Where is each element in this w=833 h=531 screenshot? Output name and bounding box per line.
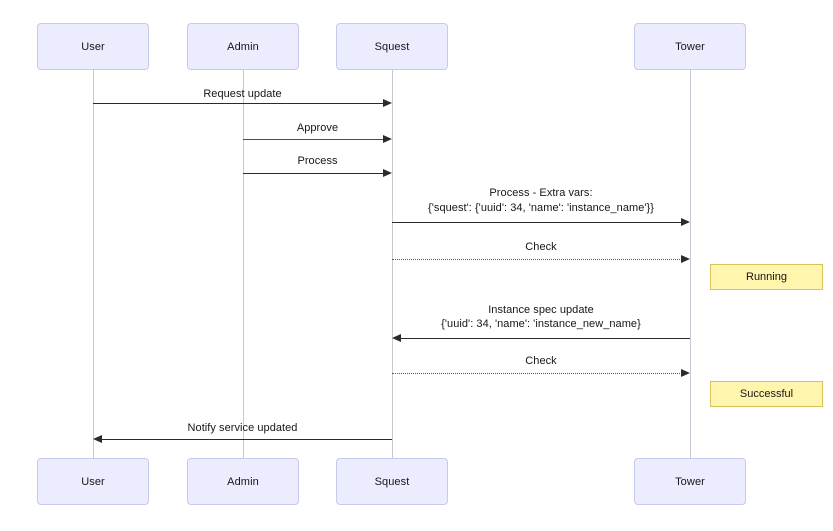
participant-label-admin-top: Admin (227, 40, 259, 53)
participant-box-tower-top[interactable]: Tower (634, 23, 746, 70)
arrowhead-check-2 (681, 368, 690, 377)
note-badge-successful: Successful (710, 381, 823, 407)
message-arrow-check-1 (392, 259, 682, 260)
participant-box-tower-bottom[interactable]: Tower (634, 458, 746, 505)
note-label-running: Running (746, 271, 787, 283)
message-label-approve: Approve (296, 122, 339, 134)
participant-label-admin-bottom: Admin (227, 475, 259, 488)
arrowhead-process-extra-vars (681, 217, 690, 226)
participant-box-admin-top[interactable]: Admin (187, 23, 299, 70)
arrowhead-instance-spec-update (392, 333, 401, 342)
message-arrow-instance-spec-update (401, 338, 690, 339)
participant-label-tower-bottom: Tower (675, 475, 705, 488)
arrowhead-request-update (383, 98, 392, 107)
message-arrow-approve (243, 139, 384, 140)
message-arrow-notify-service-updated (102, 439, 392, 440)
participant-box-squest-top[interactable]: Squest (336, 23, 448, 70)
note-badge-running: Running (710, 264, 823, 290)
message-label-notify-service-updated: Notify service updated (187, 422, 298, 434)
message-arrow-request-update (93, 103, 384, 104)
participant-box-user-bottom[interactable]: User (37, 458, 149, 505)
participant-box-admin-bottom[interactable]: Admin (187, 458, 299, 505)
participant-label-user-top: User (81, 40, 105, 53)
participant-label-squest-top: Squest (374, 40, 410, 53)
arrowhead-check-1 (681, 254, 690, 263)
arrowhead-notify-service-updated (93, 434, 102, 443)
message-label-instance-spec-update-line2: {'uuid': 34, 'name': 'instance_new_name} (441, 318, 641, 330)
participant-label-user-bottom: User (81, 475, 105, 488)
message-arrow-process (243, 173, 384, 174)
participant-label-tower-top: Tower (675, 40, 705, 53)
arrowhead-process (383, 168, 392, 177)
arrowhead-approve (383, 134, 392, 143)
message-arrow-check-2 (392, 373, 682, 374)
participant-label-squest-bottom: Squest (374, 475, 410, 488)
message-label-request-update: Request update (203, 88, 282, 100)
message-label-check-1: Check (525, 241, 557, 253)
message-label-check-2: Check (525, 355, 557, 367)
lifeline-squest (392, 70, 393, 458)
participant-box-user-top[interactable]: User (37, 23, 149, 70)
lifeline-admin (243, 70, 244, 458)
message-label-process: Process (297, 155, 338, 167)
note-label-successful: Successful (739, 388, 794, 400)
message-label-process-extra-vars-line1: Process - Extra vars: (489, 187, 593, 199)
lifeline-tower (690, 70, 691, 458)
message-label-instance-spec-update-line1: Instance spec update (488, 304, 594, 316)
lifeline-user (93, 70, 94, 458)
message-label-process-extra-vars-line2: {'squest': {'uuid': 34, 'name': 'instanc… (428, 202, 654, 214)
message-arrow-process-extra-vars (392, 222, 682, 223)
participant-box-squest-bottom[interactable]: Squest (336, 458, 448, 505)
